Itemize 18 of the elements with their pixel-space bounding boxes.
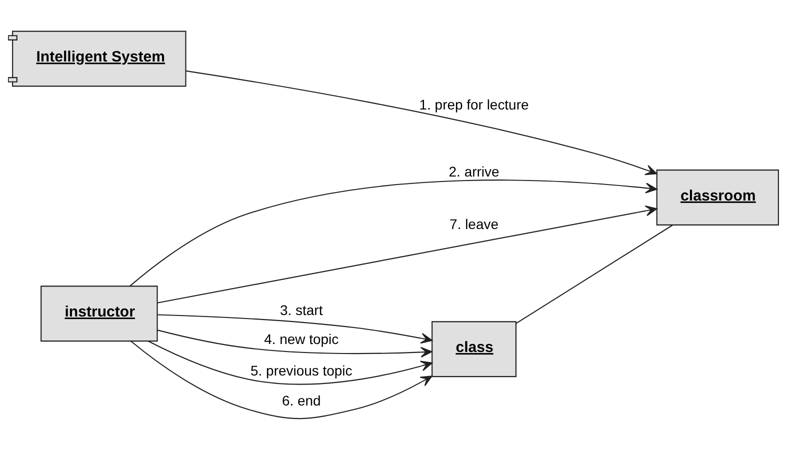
edge-label: 4. new topic bbox=[264, 331, 339, 348]
arrow bbox=[130, 340, 432, 420]
edge-label: 6. end bbox=[282, 392, 321, 409]
arrow bbox=[157, 205, 658, 304]
edge-label: 7. leave bbox=[450, 216, 498, 232]
edge-label: 2. arrive bbox=[448, 163, 500, 180]
arrow bbox=[157, 314, 433, 344]
node-box: classroom bbox=[656, 170, 779, 226]
connector bbox=[516, 224, 673, 324]
edge-label: 3. start bbox=[280, 302, 323, 318]
node-box: instructor bbox=[40, 286, 158, 342]
arrow bbox=[129, 180, 658, 287]
edge-label: 1. prep for lecture bbox=[419, 96, 529, 113]
edge-label: 5. previous topic bbox=[250, 362, 352, 378]
node-box: class bbox=[432, 321, 516, 378]
arrow bbox=[186, 70, 658, 176]
arrow bbox=[148, 340, 433, 385]
arrow bbox=[157, 330, 432, 358]
